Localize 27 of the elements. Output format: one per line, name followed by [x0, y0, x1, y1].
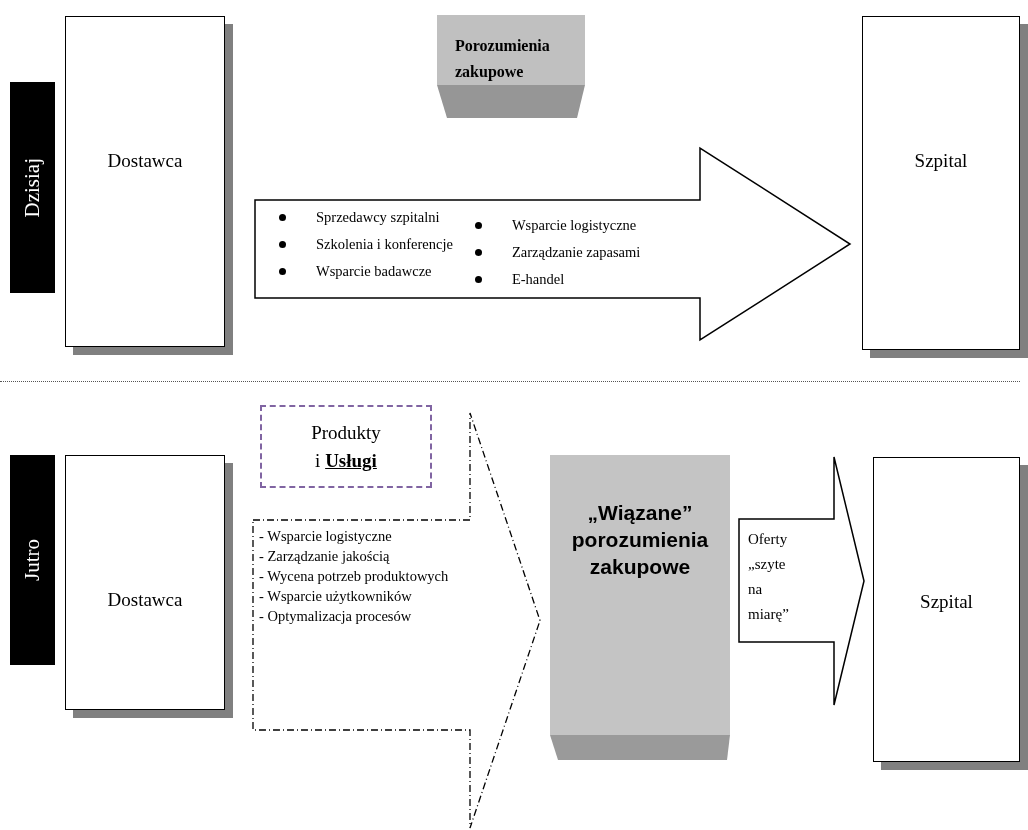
row-label: Jutro: [22, 539, 43, 581]
box-label: Dostawca: [107, 588, 183, 612]
block-label: „Wiązane” porozumienia zakupowe: [571, 501, 709, 578]
list-item: Wsparcie badawcze: [316, 262, 432, 281]
arrow-label: Oferty „szyte na miarę”: [748, 531, 789, 622]
row-label: Dzisiaj: [22, 157, 43, 218]
block-arrow: [738, 456, 865, 706]
list-item: - Optymalizacja procesów: [259, 607, 413, 626]
list-item: - Wycena potrzeb produktowych: [259, 567, 450, 586]
dash-dot-block-arrow: [252, 412, 541, 829]
list-item: Szkolenia i konferencje: [316, 235, 453, 254]
list-item: - Zarządzanie jakością: [259, 547, 391, 566]
box-label: Dostawca: [107, 149, 183, 173]
row-label-band: [10, 82, 55, 293]
list-item: Wsparcie logistyczne: [511, 216, 637, 235]
list-item: - Wsparcie logistyczne: [259, 527, 393, 546]
box-label: Szpital: [914, 149, 968, 173]
list-item: - Wsparcie użytkowników: [259, 587, 413, 606]
box-label: Szpital: [920, 590, 973, 614]
list-item: Sprzedawcy szpitalni: [316, 208, 440, 227]
box-label: Produkty i Usługi: [310, 420, 382, 473]
dashed-box: [260, 405, 432, 488]
list-item: E-handel: [511, 270, 565, 289]
block-arrow: [254, 146, 852, 342]
row-label-band: [10, 455, 55, 665]
list-item: Zarządzanie zapasami: [511, 243, 641, 262]
block-label: Porozumienia zakupowe: [455, 37, 550, 80]
